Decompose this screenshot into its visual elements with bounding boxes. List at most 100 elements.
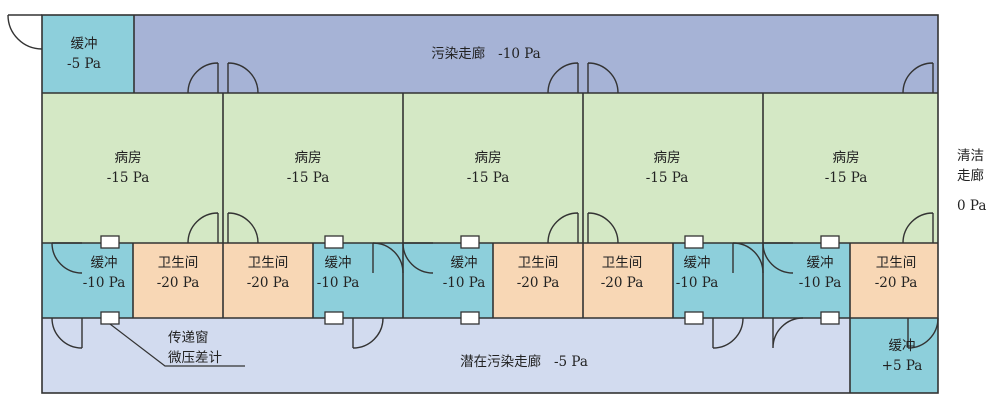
- room-pressure: -20 Pa: [600, 275, 644, 291]
- pass-window: [820, 311, 840, 325]
- room-pressure: -5 Pa: [67, 56, 101, 72]
- pass-window: [684, 235, 704, 249]
- ward-2-area: [223, 93, 403, 243]
- contaminated-corridor-label: 污染走廊 -10 Pa: [431, 44, 540, 64]
- room-name: 病房: [653, 150, 681, 166]
- door: [51, 242, 83, 274]
- corridor-name: 潜在污染走廊: [460, 354, 542, 370]
- room-pressure: -10 Pa: [675, 275, 719, 291]
- potential-corridor-label: 潜在污染走廊 -5 Pa: [460, 352, 588, 372]
- lower-room-label: 缓冲 -10 Pa: [83, 253, 126, 293]
- door: [227, 62, 259, 94]
- room-name: 卫生间: [247, 255, 289, 271]
- door: [372, 242, 404, 274]
- lower-room-label: 卫生间 -20 Pa: [517, 253, 560, 293]
- room-pressure: -10 Pa: [798, 275, 842, 291]
- buffer-area: [313, 243, 403, 318]
- door: [907, 317, 939, 349]
- lower-room-label: 卫生间 -20 Pa: [601, 253, 644, 293]
- room-name: 缓冲: [806, 255, 834, 271]
- lower-room-label: 缓冲 -10 Pa: [317, 253, 360, 293]
- room-pressure: -15 Pa: [466, 170, 510, 186]
- room-name: 缓冲: [70, 36, 98, 52]
- corridor-name: 污染走廊: [431, 46, 486, 62]
- pass-window: [460, 235, 480, 249]
- lower-room-label: 卫生间 -20 Pa: [875, 253, 918, 293]
- room-pressure: -10 Pa: [316, 275, 360, 291]
- room-name: 病房: [832, 150, 860, 166]
- room-name: 卫生间: [875, 255, 917, 271]
- door: [187, 62, 219, 94]
- door: [587, 212, 619, 244]
- room-name: 缓冲: [683, 255, 711, 271]
- room-pressure: -15 Pa: [645, 170, 689, 186]
- room-name: 卫生间: [517, 255, 559, 271]
- room-name: 卫生间: [601, 255, 643, 271]
- lower-room-label: 缓冲 -10 Pa: [443, 253, 486, 293]
- room-pressure: -20 Pa: [516, 275, 560, 291]
- lower-room-label: 卫生间 -20 Pa: [247, 253, 290, 293]
- pass-window: [820, 235, 840, 249]
- ward-5-label: 病房 -15 Pa: [825, 148, 868, 188]
- ward-2-label: 病房 -15 Pa: [287, 148, 330, 188]
- legend-line2: 微压差计: [168, 350, 222, 366]
- corridor-name-line2: 走廊: [957, 168, 984, 184]
- door: [7, 14, 43, 50]
- buffer-bottom-area: [850, 318, 938, 393]
- corridor-name-line1: 清洁: [957, 148, 984, 164]
- door: [772, 317, 804, 349]
- corridor-pressure: -10 Pa: [498, 46, 541, 62]
- toilet-area: [133, 243, 223, 318]
- door: [732, 242, 764, 274]
- door: [547, 62, 579, 94]
- room-pressure: -15 Pa: [286, 170, 330, 186]
- room-name: 缓冲: [324, 255, 352, 271]
- door: [902, 62, 934, 94]
- walls: [41, 14, 939, 394]
- ward-4-area: [583, 93, 763, 243]
- ward-5-area: [763, 93, 938, 243]
- room-pressure: -15 Pa: [824, 170, 868, 186]
- legend-leader-line: [109, 323, 245, 367]
- pass-window: [324, 235, 344, 249]
- door: [587, 62, 619, 94]
- buffer-area: [673, 243, 763, 318]
- room-pressure: -20 Pa: [156, 275, 200, 291]
- corridor-pressure: -5 Pa: [553, 354, 588, 370]
- buffer-area: [403, 243, 493, 318]
- ward-3-area: [403, 93, 583, 243]
- lower-room-label: 缓冲 -10 Pa: [799, 253, 842, 293]
- room-name: 缓冲: [450, 255, 478, 271]
- pass-window: [100, 235, 120, 249]
- clean-corridor-label: 清洁 走廊 0 Pa: [957, 146, 986, 216]
- toilet-area: [223, 243, 313, 318]
- room-name: 病房: [294, 150, 322, 166]
- door: [902, 212, 934, 244]
- room-name: 缓冲: [888, 338, 916, 354]
- door: [187, 212, 219, 244]
- lower-room-label: 卫生间 -20 Pa: [157, 253, 200, 293]
- ward-4-label: 病房 -15 Pa: [646, 148, 689, 188]
- buffer-area: [763, 243, 850, 318]
- toilet-area: [850, 243, 938, 318]
- door: [352, 317, 384, 349]
- room-pressure: -10 Pa: [82, 275, 126, 291]
- door: [51, 317, 83, 349]
- potential-corridor-area: [42, 318, 850, 393]
- pass-window: [324, 311, 344, 325]
- room-pressure: -20 Pa: [874, 275, 918, 291]
- room-name: 卫生间: [157, 255, 199, 271]
- ward-1-area: [42, 93, 223, 243]
- buffer-top-area: [42, 15, 134, 93]
- door: [402, 242, 434, 274]
- room-pressure: +5 Pa: [881, 358, 923, 374]
- legend-line1: 传递窗: [168, 330, 209, 346]
- corridor-pressure: 0 Pa: [957, 198, 987, 214]
- room-pressure: -20 Pa: [246, 275, 290, 291]
- room-name: 病房: [114, 150, 142, 166]
- pass-window: [100, 311, 120, 325]
- contaminated-corridor-area: [134, 15, 938, 93]
- buffer-bottom-label: 缓冲 +5 Pa: [882, 336, 923, 376]
- room-pressure: -15 Pa: [106, 170, 150, 186]
